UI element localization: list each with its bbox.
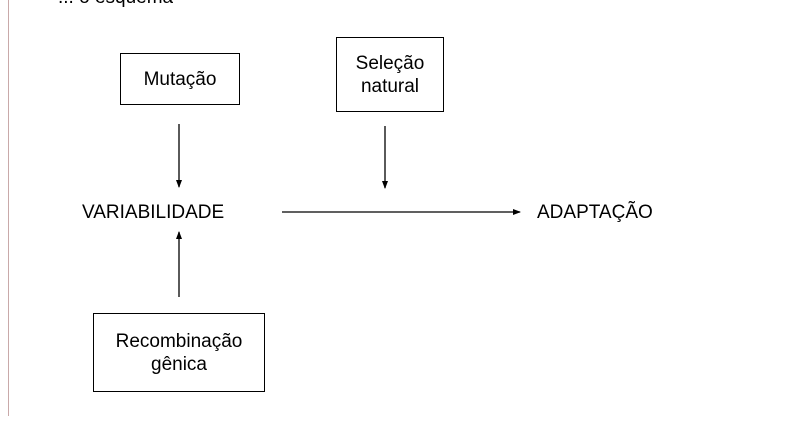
mutacao-label: Mutação [143, 68, 217, 90]
mutacao-box: Mutação [120, 53, 240, 105]
recombinacao-label-line1: Recombinação [115, 330, 243, 352]
cut-off-heading: ... o esquema [58, 0, 173, 8]
adaptacao-label: ADAPTAÇÃO [537, 202, 653, 223]
selecao-natural-box: Seleção natural [336, 37, 444, 112]
selecao-label-line2: natural [360, 75, 420, 97]
selecao-label-line1: Seleção [355, 52, 425, 74]
variabilidade-label: VARIABILIDADE [82, 202, 225, 223]
recombinacao-label-line2: gênica [151, 353, 207, 375]
recombinacao-genica-box: Recombinação gênica [93, 313, 265, 392]
slide-left-border [8, 0, 9, 416]
